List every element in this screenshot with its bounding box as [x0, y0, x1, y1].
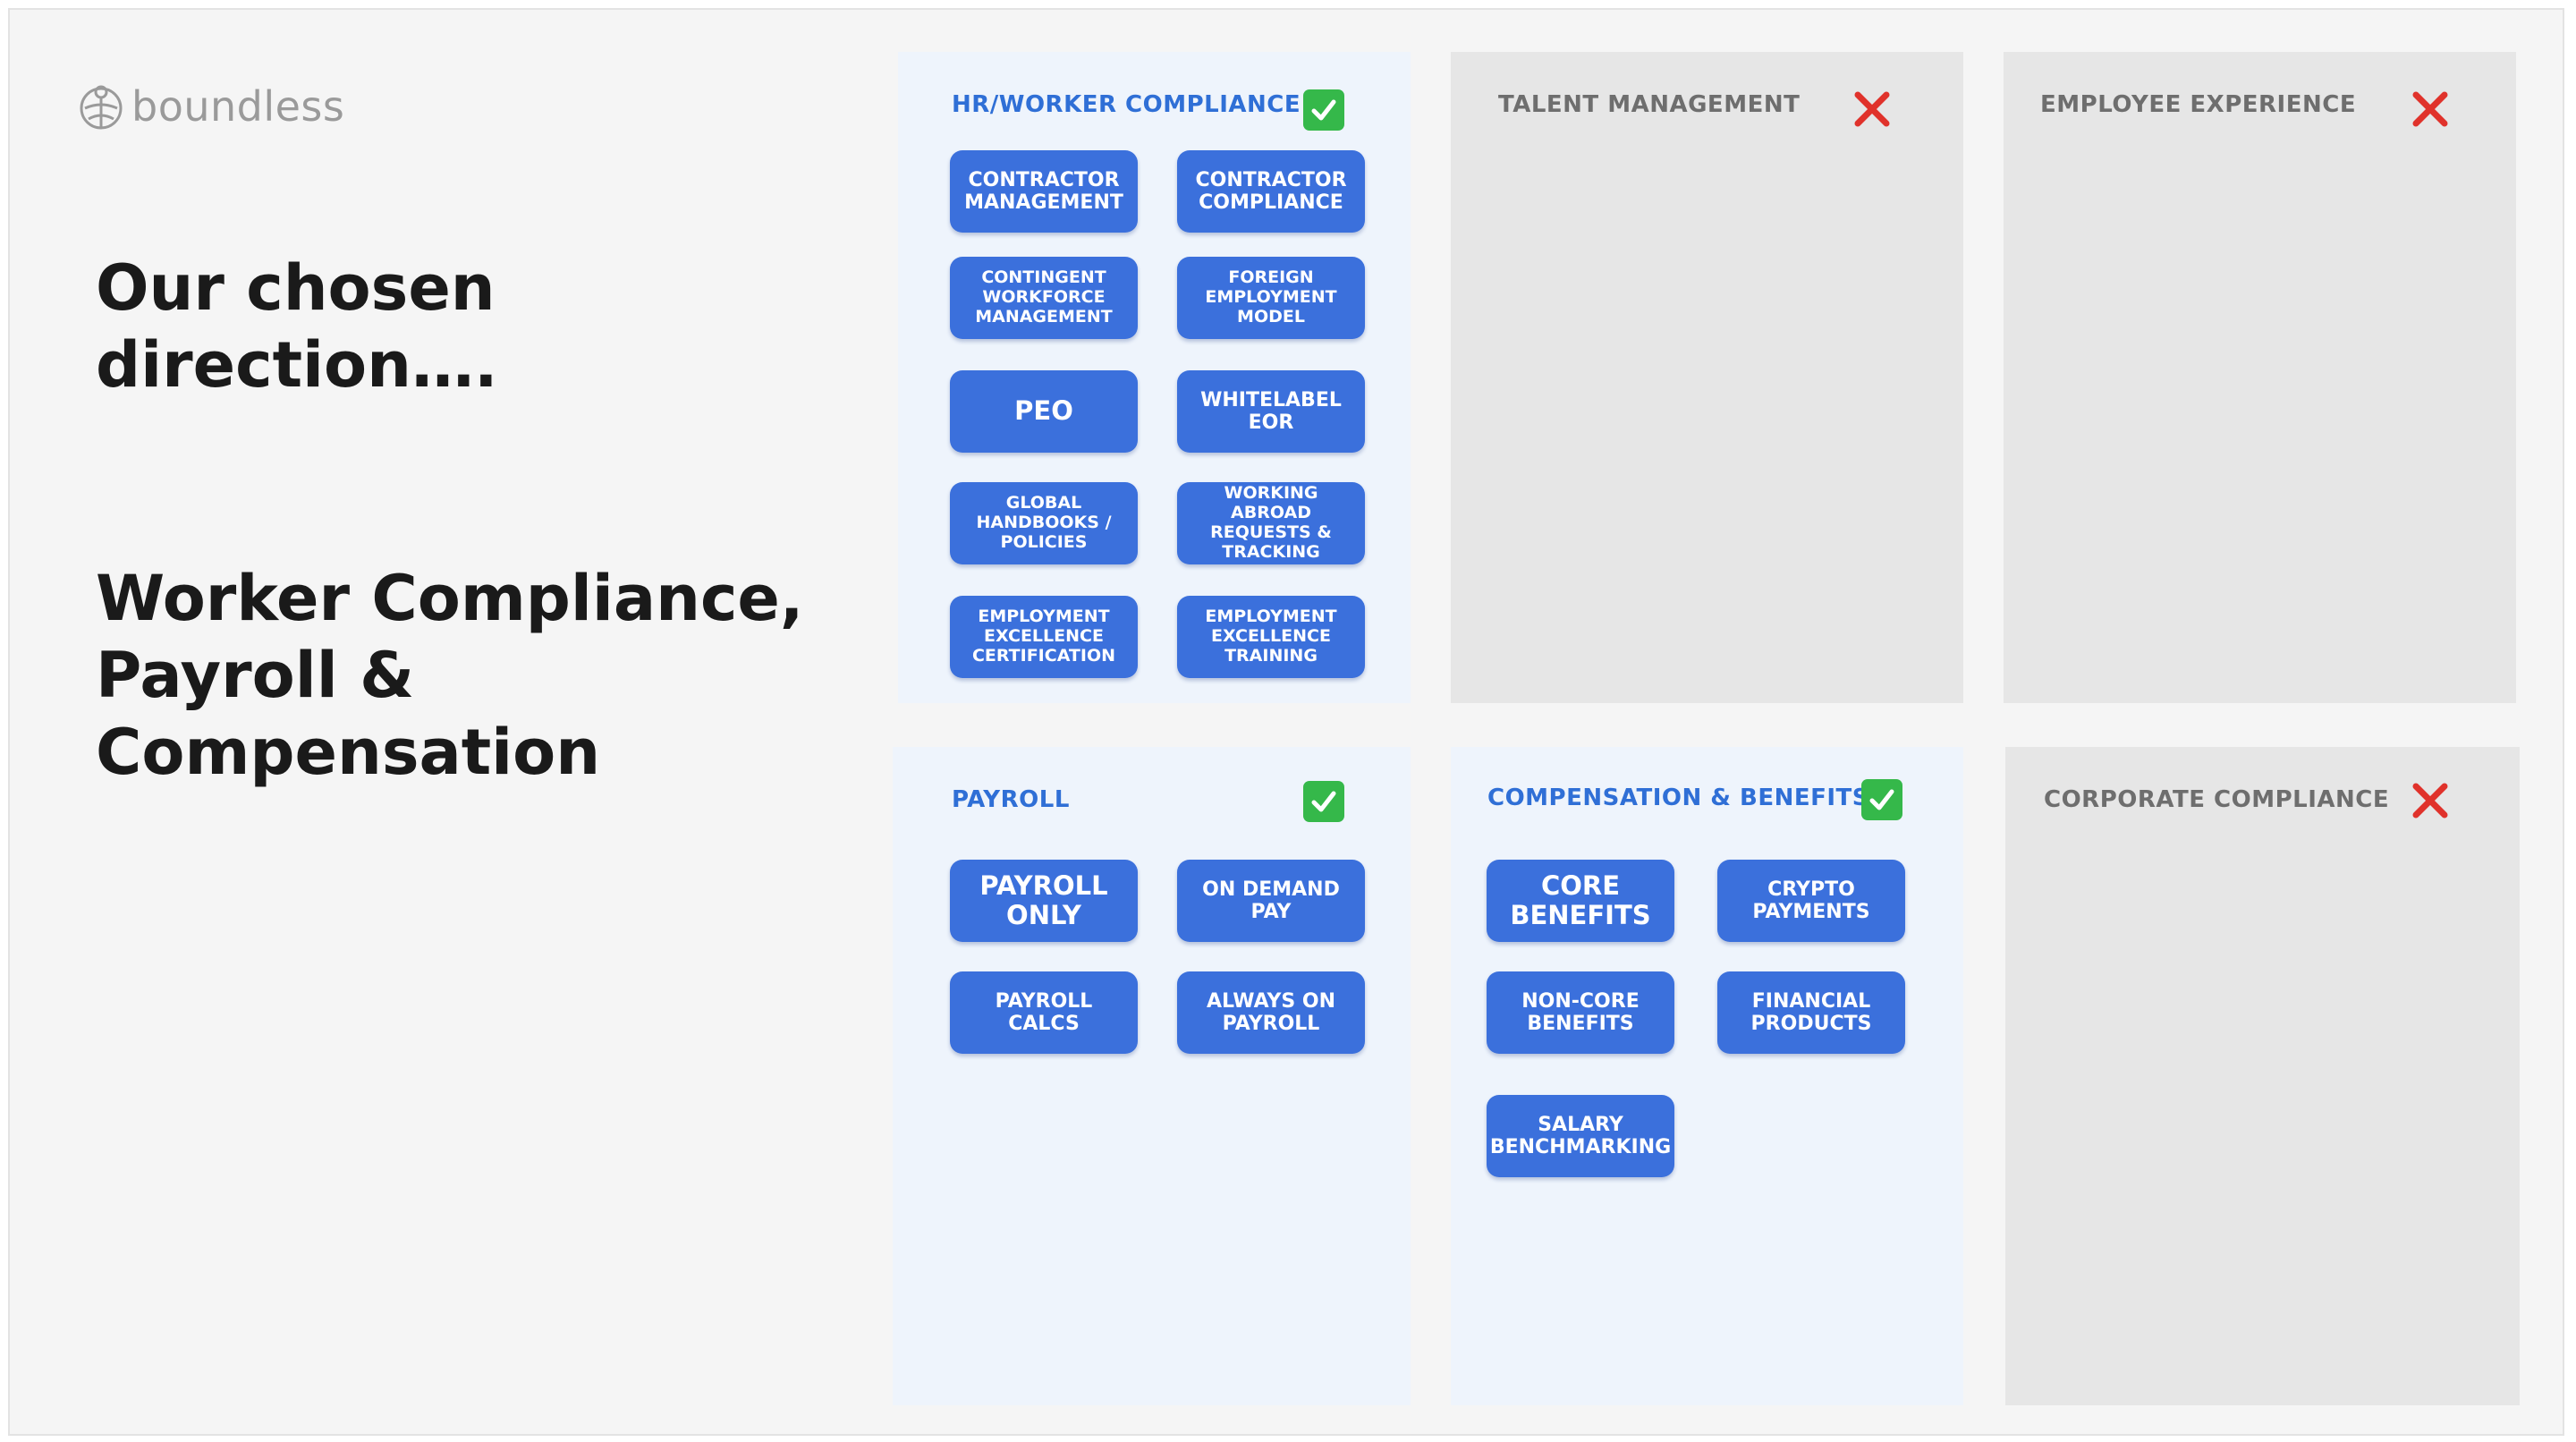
panel-corporate-compliance: CORPORATE COMPLIANCE [2005, 747, 2520, 1405]
pill-contractor-management[interactable]: CONTRACTOR MANAGEMENT [950, 150, 1138, 233]
panel-title: EMPLOYEE EXPERIENCE [2040, 91, 2357, 118]
panel-compensation-benefits: COMPENSATION & BENEFITS CORE BENEFITS CR… [1451, 747, 1963, 1405]
panel-employee-experience: EMPLOYEE EXPERIENCE [2004, 52, 2516, 703]
panel-title: COMPENSATION & BENEFITS [1487, 785, 1870, 811]
pill-whitelabel-eor[interactable]: WHITELABEL EOR [1177, 370, 1365, 453]
pill-salary-benchmarking[interactable]: SALARY BENCHMARKING [1487, 1095, 1674, 1177]
panel-title: PAYROLL [952, 786, 1070, 813]
check-icon [1303, 89, 1344, 131]
check-icon [1861, 779, 1902, 820]
boundless-logo-icon [80, 85, 123, 130]
pill-working-abroad-requests-tracking[interactable]: WORKING ABROAD REQUESTS & TRACKING [1177, 482, 1365, 564]
pill-employment-excellence-training[interactable]: EMPLOYMENT EXCELLENCE TRAINING [1177, 596, 1365, 678]
slide: boundless Our chosen direction…. Worker … [8, 8, 2564, 1436]
pill-financial-products[interactable]: FINANCIAL PRODUCTS [1717, 971, 1905, 1054]
logo: boundless [78, 78, 344, 135]
cross-icon [2412, 91, 2448, 127]
pill-non-core-benefits[interactable]: NON-CORE BENEFITS [1487, 971, 1674, 1054]
pill-global-handbooks-policies[interactable]: GLOBAL HANDBOOKS / POLICIES [950, 482, 1138, 564]
cross-icon [2412, 783, 2448, 819]
pill-always-on-payroll[interactable]: ALWAYS ON PAYROLL [1177, 971, 1365, 1054]
pill-crypto-payments[interactable]: CRYPTO PAYMENTS [1717, 860, 1905, 942]
check-icon [1303, 781, 1344, 822]
heading-focus-areas: Worker Compliance, Payroll & Compensatio… [96, 562, 804, 789]
pill-employment-excellence-certification[interactable]: EMPLOYMENT EXCELLENCE CERTIFICATION [950, 596, 1138, 678]
pill-contractor-compliance[interactable]: CONTRACTOR COMPLIANCE [1177, 150, 1365, 233]
panel-hr-worker-compliance: HR/WORKER COMPLIANCE CONTRACTOR MANAGEME… [898, 52, 1411, 703]
panel-talent-management: TALENT MANAGEMENT [1451, 52, 1963, 703]
logo-text: boundless [131, 82, 345, 131]
panel-title: HR/WORKER COMPLIANCE [952, 91, 1301, 118]
pill-peo[interactable]: PEO [950, 370, 1138, 453]
pill-foreign-employment-model[interactable]: FOREIGN EMPLOYMENT MODEL [1177, 257, 1365, 339]
pill-payroll-calcs[interactable]: PAYROLL CALCS [950, 971, 1138, 1054]
cross-icon [1854, 91, 1890, 127]
pill-core-benefits[interactable]: CORE BENEFITS [1487, 860, 1674, 942]
panel-payroll: PAYROLL PAYROLL ONLY ON DEMAND PAY PAYRO… [893, 747, 1411, 1405]
pill-contingent-workforce-management[interactable]: CONTINGENT WORKFORCE MANAGEMENT [950, 257, 1138, 339]
panel-title: CORPORATE COMPLIANCE [2044, 786, 2390, 813]
panel-title: TALENT MANAGEMENT [1498, 91, 1801, 118]
heading-chosen-direction: Our chosen direction…. [96, 251, 498, 402]
pill-payroll-only[interactable]: PAYROLL ONLY [950, 860, 1138, 942]
pill-on-demand-pay[interactable]: ON DEMAND PAY [1177, 860, 1365, 942]
